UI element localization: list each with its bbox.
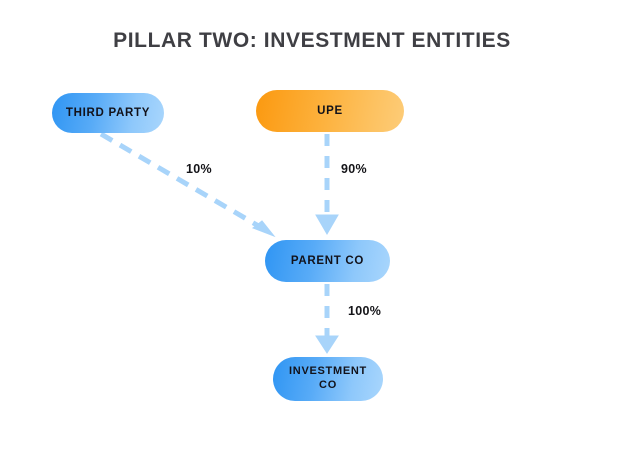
edge-label-upe-to-parent-co: 90% [341, 162, 367, 176]
node-third-party-label: THIRD PARTY [65, 106, 151, 119]
edge-parent-co-to-investment-co [315, 284, 339, 354]
node-upe[interactable]: UPE [256, 90, 404, 132]
node-parent-co-label: PARENT CO [290, 254, 365, 267]
edge-third-party-to-parent-co [99, 131, 276, 238]
page-title: PILLAR TWO: INVESTMENT ENTITIES [113, 29, 511, 52]
node-third-party[interactable]: THIRD PARTY [52, 93, 164, 133]
node-investment-co-label-line2: CO [319, 379, 337, 391]
node-investment-co-label-line1: INVESTMENT [289, 365, 367, 378]
edge-label-third-party-to-parent-co: 10% [186, 162, 212, 176]
edge-upe-to-parent-co [315, 134, 339, 235]
node-investment-co-label: INVESTMENT CO [289, 365, 367, 393]
edge-label-parent-co-to-investment-co: 100% [348, 304, 382, 318]
node-parent-co[interactable]: PARENT CO [265, 240, 390, 282]
node-investment-co[interactable]: INVESTMENT CO [273, 357, 383, 401]
node-upe-label: UPE [317, 104, 343, 117]
